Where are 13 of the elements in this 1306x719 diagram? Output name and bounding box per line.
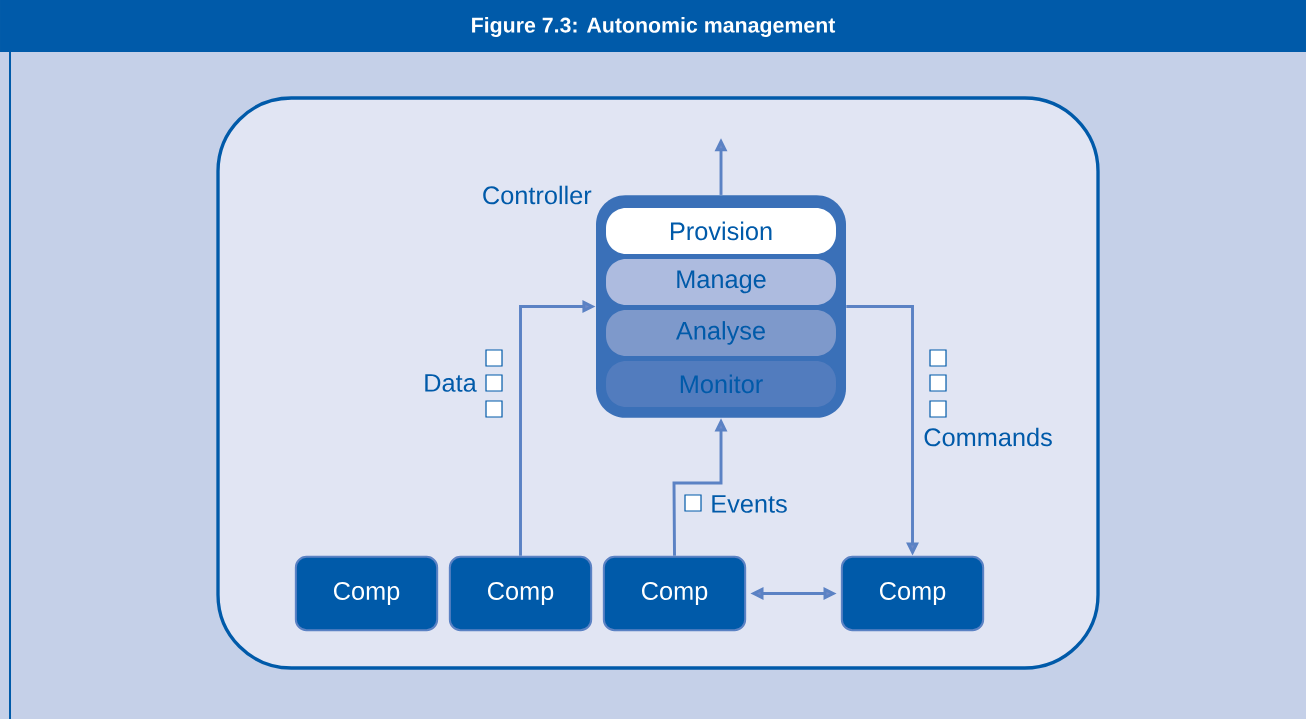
controller-label: Controller	[483, 185, 592, 205]
component-box: Comp	[448, 555, 593, 632]
component-box: Comp	[294, 555, 439, 632]
title-band: Figure 7.3: Autonomic management	[0, 0, 1306, 52]
component-box: Comp	[840, 555, 985, 632]
layer-band: Analyse	[606, 309, 836, 356]
edge-label: Data	[425, 374, 477, 392]
component-box: Comp	[602, 555, 747, 632]
layer-band: Provision	[606, 207, 836, 254]
layer-band: Monitor	[606, 360, 836, 407]
edge-label: Commands	[924, 427, 1052, 447]
layer-band: Manage	[606, 258, 836, 305]
edge-label: Events	[712, 495, 787, 513]
